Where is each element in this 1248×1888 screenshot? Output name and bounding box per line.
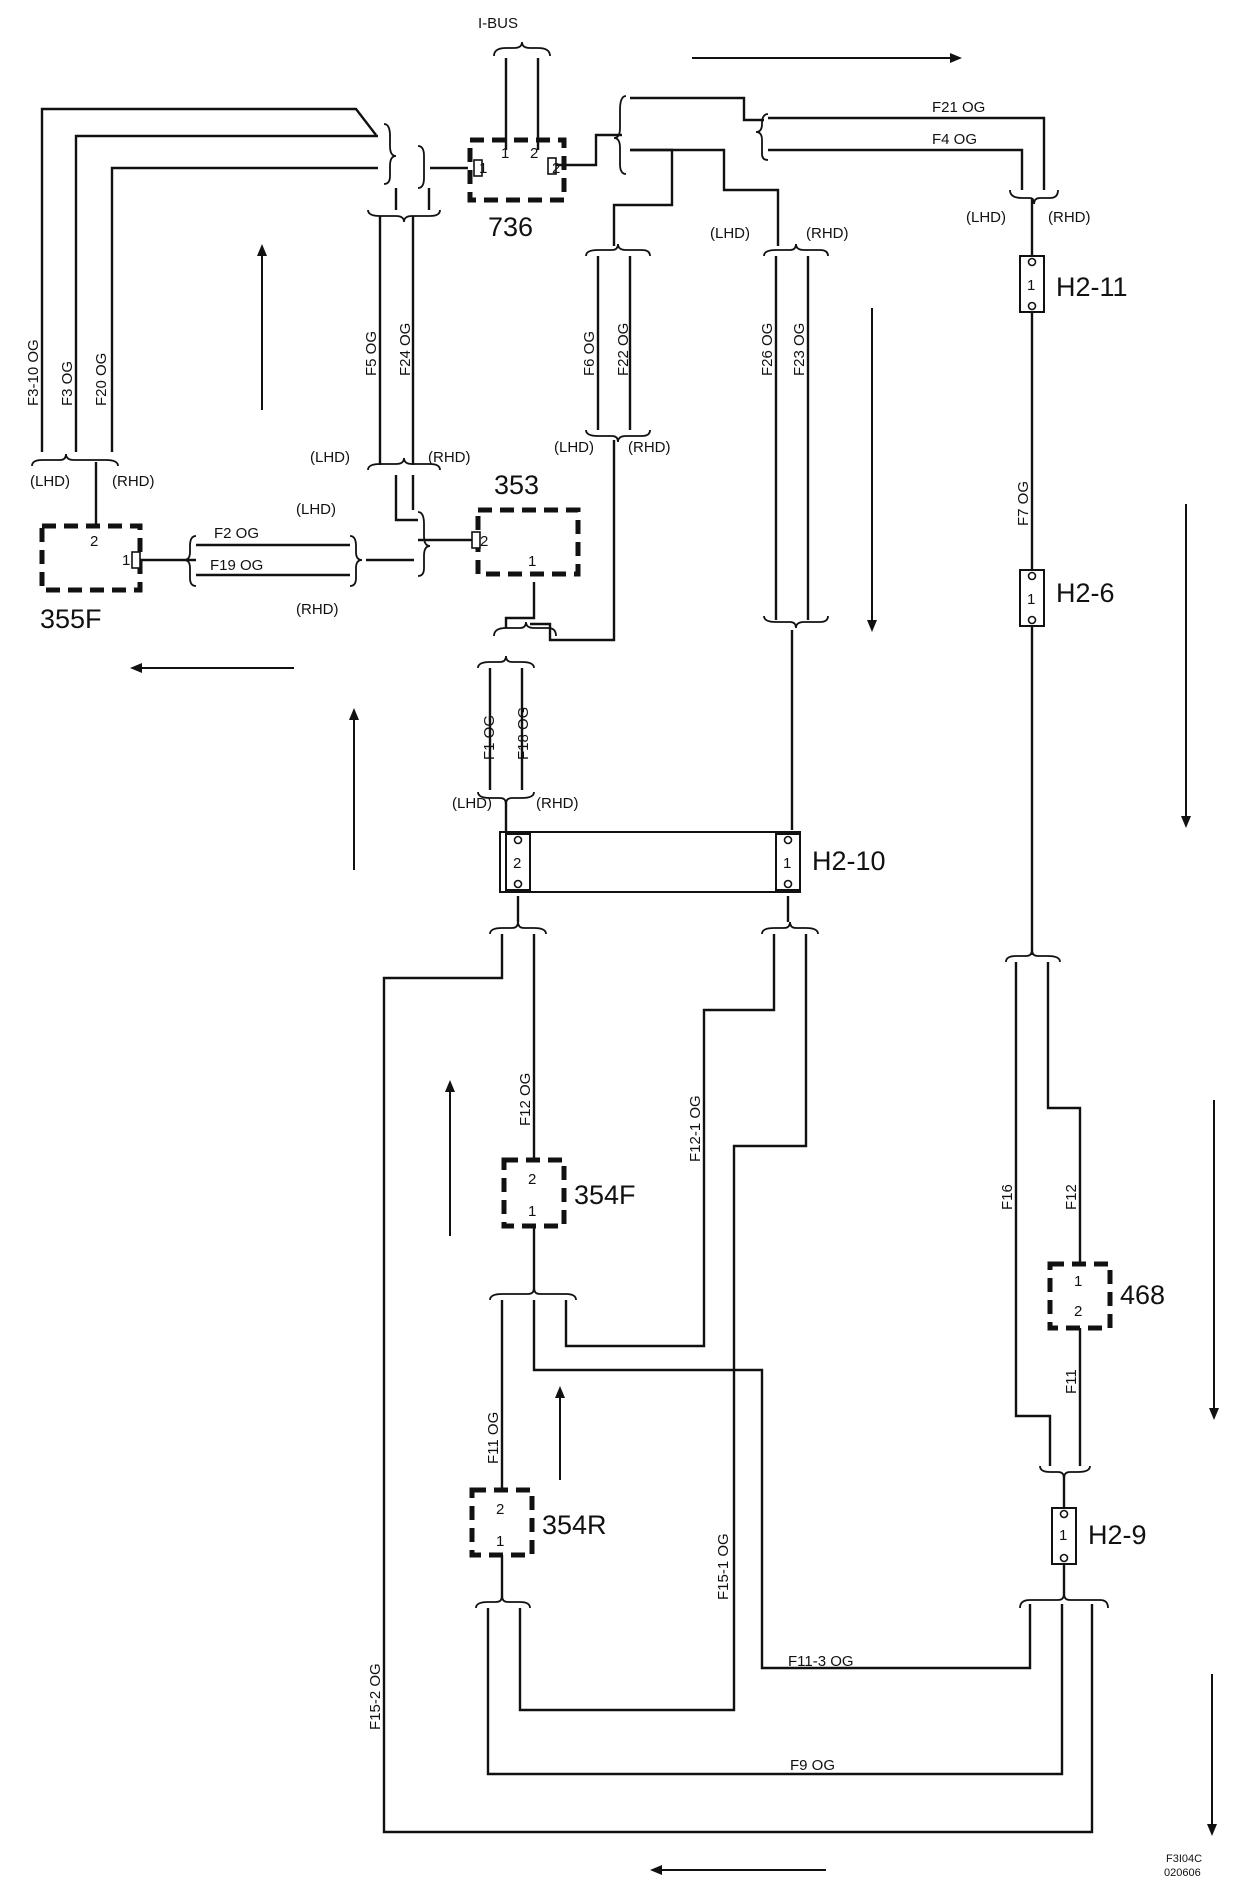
pin-label: 1: [1074, 1273, 1082, 1290]
rhd-label: (RHD): [1048, 209, 1091, 226]
connector-H2-10-name: H2-10: [812, 846, 886, 876]
wire-label-F6: F6 OG: [581, 331, 598, 376]
lhd-label: (LHD): [310, 449, 350, 466]
wire-label-F5: F5 OG: [363, 331, 380, 376]
component-736-name: 736: [488, 212, 533, 242]
arrow-up-icon: [349, 708, 359, 870]
connector-H2-9-name: H2-9: [1088, 1520, 1147, 1550]
pin-label: 1: [122, 552, 130, 569]
wire-label-F12-1: F12-1 OG: [687, 1095, 704, 1162]
arrow-up-icon: [257, 244, 267, 410]
wire-label-F22: F22 OG: [615, 323, 632, 376]
wire-label-F12: F12 OG: [517, 1073, 534, 1126]
arrow-left-icon: [130, 663, 294, 673]
connector-H2-6: [1019, 569, 1045, 627]
wire-label-F23: F23 OG: [791, 323, 808, 376]
component-736: [467, 137, 567, 203]
pin-label: 1: [528, 553, 536, 570]
component-354F: [501, 1157, 567, 1229]
pin-label: 2: [513, 855, 521, 872]
component-354F-name: 354F: [574, 1180, 636, 1210]
wires: [40, 58, 1094, 1834]
pin-label: 1: [479, 160, 487, 177]
wire-label-F20: F20 OG: [93, 353, 110, 406]
figure-code-line2: 020606: [1164, 1867, 1201, 1879]
component-354R-name: 354R: [542, 1510, 607, 1540]
component-354R: [469, 1487, 535, 1558]
component-353: [471, 507, 581, 577]
lhd-label: (LHD): [966, 209, 1006, 226]
arrow-down-icon: [1181, 504, 1191, 828]
pin-label: 1: [496, 1533, 504, 1550]
wire-label-F9: F9 OG: [790, 1757, 835, 1774]
pin-label: 1: [1059, 1527, 1067, 1544]
wire-label-F2: F2 OG: [214, 525, 259, 542]
component-353-name: 353: [494, 470, 539, 500]
wire-label-F3: F3 OG: [59, 361, 76, 406]
pin-label: 2: [1074, 1303, 1082, 1320]
wire-label-F21: F21 OG: [932, 99, 985, 116]
rhd-label: (RHD): [536, 795, 579, 812]
arrow-down-icon: [1209, 1100, 1219, 1420]
connector-H2-11-name: H2-11: [1056, 272, 1128, 302]
pin-label: 1: [1027, 277, 1035, 294]
component-355F: [39, 523, 143, 593]
connector-H2-6-name: H2-6: [1056, 578, 1115, 608]
wire-label-F12b: F12: [1063, 1184, 1080, 1210]
component-468-name: 468: [1120, 1280, 1165, 1310]
figure-code-line1: F3I04C: [1166, 1853, 1202, 1865]
rhd-label: (RHD): [296, 601, 339, 618]
connector-H2-11: [1019, 255, 1045, 313]
lhd-label: (LHD): [710, 225, 750, 242]
lhd-label: (LHD): [452, 795, 492, 812]
wire-label-F11-3: F11-3 OG: [788, 1653, 854, 1670]
pin-label: 2: [480, 533, 488, 550]
wire-label-F7: F7 OG: [1015, 481, 1032, 526]
wire-label-F26: F26 OG: [759, 323, 776, 376]
flow-arrows: [130, 53, 1219, 1875]
wire-label-F15-2: F15-2 OG: [367, 1663, 384, 1730]
rhd-label: (RHD): [628, 439, 671, 456]
pin-label: 1: [528, 1203, 536, 1220]
wire-label-F1: F1 OG: [481, 715, 498, 760]
arrow-up-icon: [555, 1386, 565, 1480]
lhd-label: (LHD): [296, 501, 336, 518]
arrow-down-icon: [1207, 1674, 1217, 1836]
rhd-label: (RHD): [112, 473, 155, 490]
arrow-up-icon: [445, 1080, 455, 1236]
pin-label: 1: [1027, 591, 1035, 608]
arrow-right-icon: [692, 53, 962, 63]
component-355F-name: 355F: [40, 604, 102, 634]
pin-label: 2: [528, 1171, 536, 1188]
arrow-left-icon: [650, 1865, 826, 1875]
wire-label-F19: F19 OG: [210, 557, 263, 574]
pin-label: 1: [783, 855, 791, 872]
pin-label: 2: [552, 160, 560, 177]
pin-label: 2: [530, 145, 538, 162]
rhd-label: (RHD): [428, 449, 471, 466]
wire-label-F24: F24 OG: [397, 323, 414, 376]
lhd-label: (LHD): [554, 439, 594, 456]
lhd-label: (LHD): [30, 473, 70, 490]
pin-label: 1: [501, 145, 509, 162]
wire-label-F15-1: F15-1 OG: [715, 1533, 732, 1600]
brackets: [31, 41, 1109, 1609]
labels: I-BUS 736 1 1 2 2 353 2 1 355F 2 1 354F …: [25, 15, 1202, 1879]
wire-label-F16: F16: [999, 1184, 1016, 1210]
connector-H2-10: [499, 831, 801, 893]
component-468: [1047, 1261, 1113, 1331]
bus-label: I-BUS: [478, 15, 518, 32]
arrow-down-icon: [867, 308, 877, 632]
wire-label-F4: F4 OG: [932, 131, 977, 148]
connector-H2-9: [1051, 1507, 1077, 1565]
wire-label-F3-10: F3-10 OG: [25, 339, 42, 406]
wire-label-F11b: F11: [1063, 1369, 1080, 1394]
rhd-label: (RHD): [806, 225, 849, 242]
wire-label-F18: F18 OG: [515, 707, 532, 760]
pin-label: 2: [496, 1501, 504, 1518]
pin-label: 2: [90, 533, 98, 550]
wire-label-F11: F11 OG: [485, 1412, 502, 1464]
